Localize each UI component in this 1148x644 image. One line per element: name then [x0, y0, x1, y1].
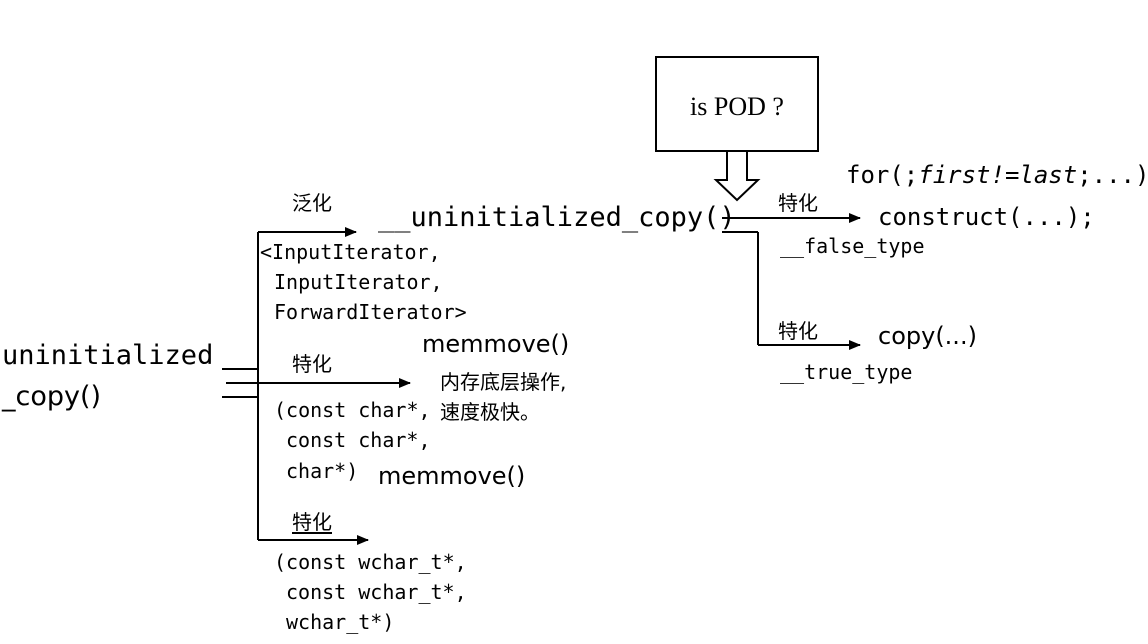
entry-func-line2: _copy()	[2, 381, 102, 412]
entry-func-line1: uninitialized	[2, 340, 214, 371]
generic-tparam-3: ForwardIterator>	[274, 300, 467, 324]
generic-tparam-1: <InputIterator,	[260, 240, 441, 264]
generic-tparam-2: InputIterator,	[274, 270, 443, 294]
wchar-spec-edge-label: 特化	[292, 510, 332, 534]
wchar-param-2: const wchar_t*,	[286, 580, 467, 604]
decision-label: is POD ?	[690, 92, 784, 121]
is-pod-decision-box: is POD ?	[655, 56, 819, 152]
char-param-2: const char*,	[286, 428, 431, 452]
char-param-1: (const char*,	[274, 398, 431, 422]
char-spec-memmove-2: memmove()	[378, 462, 526, 490]
wchar-param-1: (const wchar_t*,	[274, 550, 467, 574]
copy-call: copy(...)	[878, 322, 977, 350]
loop-condition: first!=last	[918, 161, 1078, 189]
false-type-tag: __false_type	[780, 234, 925, 258]
char-spec-note-1: 内存底层操作,	[440, 370, 567, 394]
generic-edge-label: 泛化	[292, 191, 332, 215]
pod-true-edge-label: 特化	[778, 319, 818, 343]
char-spec-memmove: memmove()	[422, 330, 570, 358]
generic-func: __uninitialized_copy()	[378, 202, 736, 233]
loop-suffix: ;...)	[1077, 161, 1148, 189]
pod-false-edge-label: 特化	[778, 191, 818, 215]
true-type-tag: __true_type	[780, 360, 913, 384]
char-spec-note-2: 速度极快。	[440, 400, 540, 424]
decision-arrow	[713, 152, 761, 202]
char-spec-edge-label: 特化	[292, 352, 332, 376]
loop-prefix: for(;	[846, 161, 919, 189]
wchar-param-3: wchar_t*)	[286, 610, 395, 634]
char-param-3: char*)	[286, 459, 359, 483]
loop-statement: for(;first!=last;...)	[846, 163, 1148, 187]
construct-call: construct(...);	[878, 203, 1095, 231]
